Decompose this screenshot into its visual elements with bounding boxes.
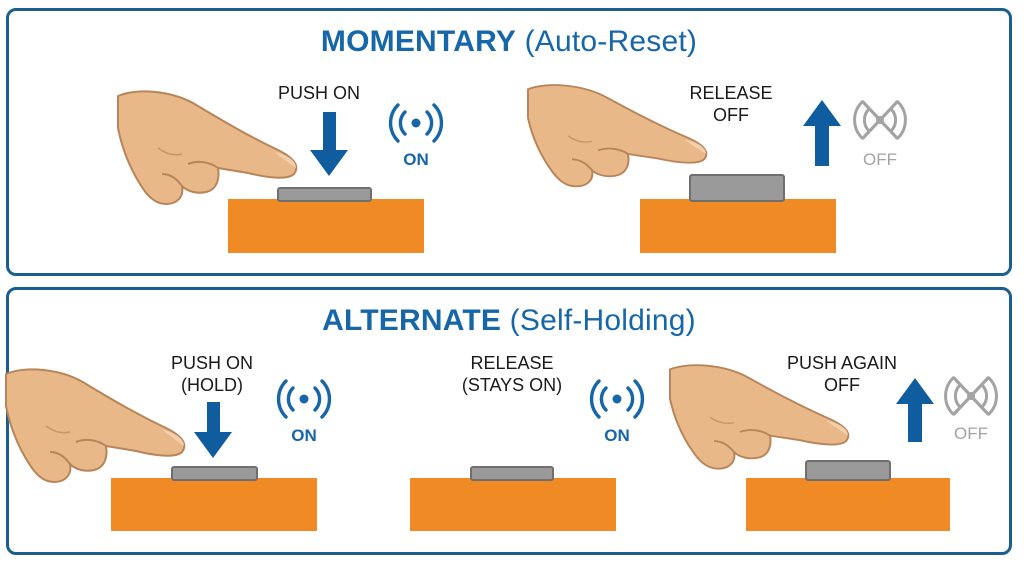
alternate-title-sub: (Self-Holding) bbox=[509, 304, 696, 337]
momentary-step2-line1: RELEASE bbox=[689, 83, 773, 103]
alternate-panel: ALTERNATE (Self-Holding) bbox=[6, 287, 1012, 555]
alternate-step1-line2: (HOLD) bbox=[180, 375, 243, 395]
alternate-step1-line1: PUSH ON bbox=[170, 353, 254, 373]
momentary-step1-signal: ON bbox=[403, 150, 429, 169]
momentary-step1-line1: PUSH ON bbox=[277, 83, 361, 103]
alternate-step3-line1: PUSH AGAIN bbox=[786, 353, 898, 373]
momentary-panel: MOMENTARY (Auto-Reset) bbox=[6, 8, 1012, 276]
alternate-step2-signal: ON bbox=[604, 426, 630, 445]
alternate-step2-line2: (STAYS ON) bbox=[461, 375, 563, 395]
momentary-step1-label: PUSH ON bbox=[278, 82, 360, 104]
momentary-step2-signal: OFF bbox=[863, 150, 897, 169]
alternate-step3-line2: OFF bbox=[824, 375, 860, 395]
alternate-step3-label: PUSH AGAIN OFF bbox=[787, 352, 897, 396]
alternate-step2-label: RELEASE (STAYS ON) bbox=[462, 352, 562, 396]
alternate-step1-signal: ON bbox=[291, 426, 317, 445]
alternate-step3-signal: OFF bbox=[954, 424, 988, 443]
alternate-title: ALTERNATE (Self-Holding) bbox=[9, 304, 1009, 338]
momentary-step2-line2: OFF bbox=[712, 105, 749, 125]
alternate-step2-line1: RELEASE bbox=[470, 353, 554, 373]
momentary-title-sub: (Auto-Reset) bbox=[524, 25, 698, 58]
momentary-title: MOMENTARY (Auto-Reset) bbox=[9, 25, 1009, 59]
alternate-step1-label: PUSH ON (HOLD) bbox=[171, 352, 253, 396]
momentary-title-main: MOMENTARY bbox=[320, 25, 517, 58]
alternate-title-main: ALTERNATE bbox=[322, 304, 502, 337]
momentary-step2-label: RELEASE OFF bbox=[689, 82, 772, 126]
